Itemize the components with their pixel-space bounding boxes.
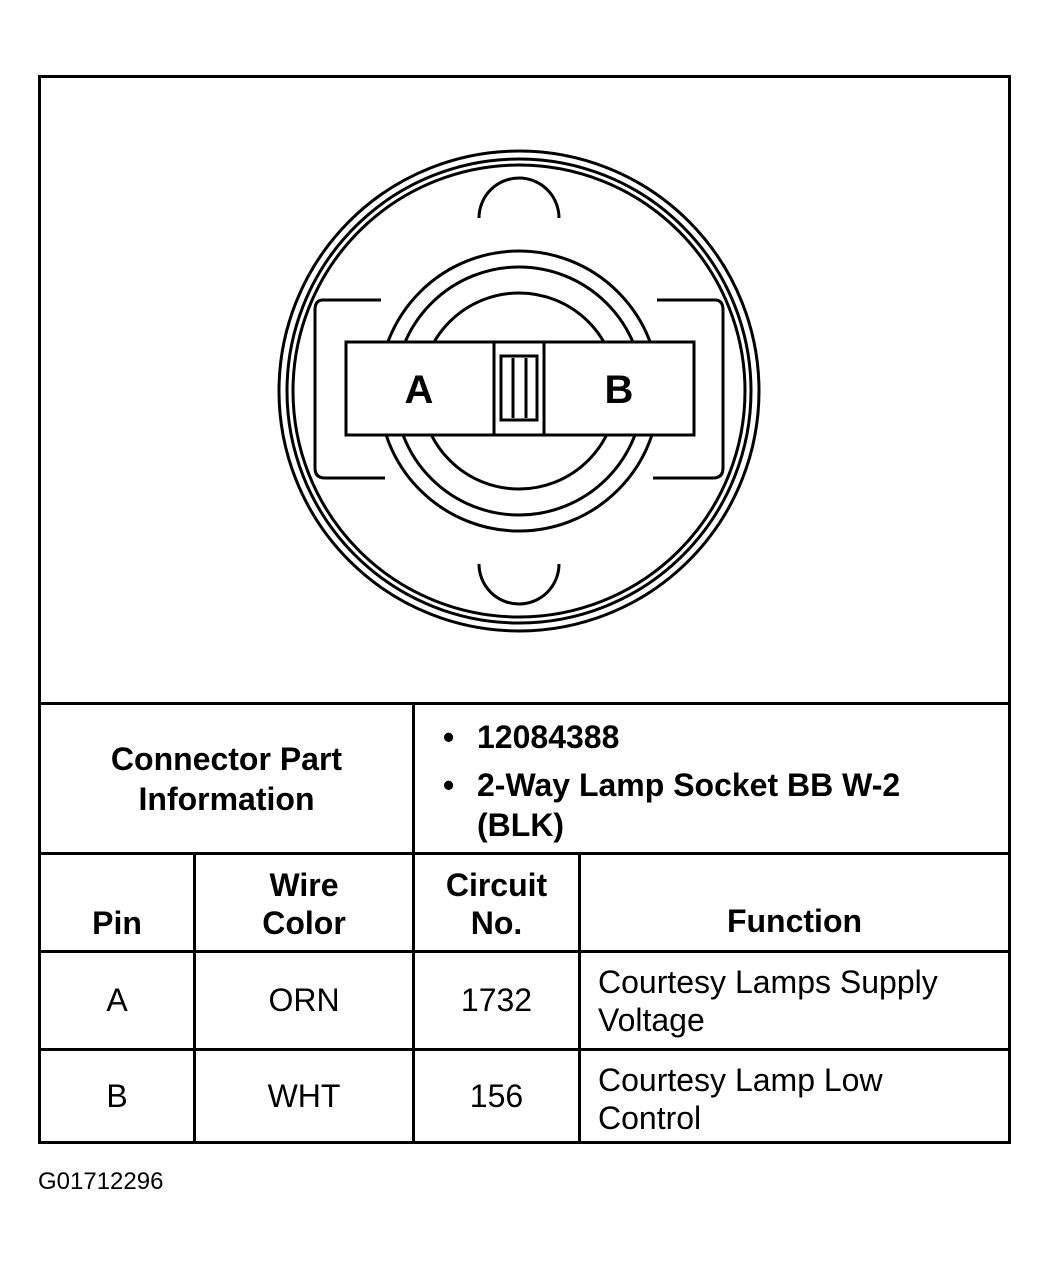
connector-info-label-cell: Connector Part Information xyxy=(41,705,415,852)
cell-circuit-no: 156 xyxy=(415,1051,581,1141)
figure-id: G01712296 xyxy=(38,1168,164,1195)
connector-description: 2-Way Lamp Socket BB W-2 (BLK) xyxy=(443,765,907,845)
pinout-table: Pin Wire Color Circuit No. Function A OR… xyxy=(41,852,1008,1141)
table-header-row: Pin Wire Color Circuit No. Function xyxy=(41,855,1008,953)
cell-wire-color: ORN xyxy=(196,953,415,1048)
connector-face-drawing: A B xyxy=(277,149,761,633)
cell-pin: B xyxy=(41,1051,196,1141)
pin-label-b: B xyxy=(605,368,634,412)
header-wire-color: Wire Color xyxy=(196,855,415,950)
cell-pin: A xyxy=(41,953,196,1048)
connector-diagram: A B xyxy=(41,78,1008,703)
header-circuit-no: Circuit No. xyxy=(415,855,581,950)
part-number: 12084388 xyxy=(443,717,907,757)
cell-wire-color: WHT xyxy=(196,1051,415,1141)
header-function: Function xyxy=(726,903,863,939)
connector-sheet: A B Connector Part Information 12084388 … xyxy=(38,75,1011,1144)
pin-label-a: A xyxy=(405,368,434,412)
cell-function: Courtesy Lamp Low Control xyxy=(598,1062,883,1136)
cell-circuit-no: 1732 xyxy=(415,953,581,1048)
cell-function: Courtesy Lamps Supply Voltage xyxy=(598,964,938,1038)
header-pin: Pin xyxy=(41,855,196,950)
table-row: B WHT 156 Courtesy Lamp Low Control xyxy=(41,1051,1008,1141)
connector-info-items: 12084388 2-Way Lamp Socket BB W-2 (BLK) xyxy=(415,705,1008,852)
table-row: A ORN 1732 Courtesy Lamps Supply Voltage xyxy=(41,953,1008,1051)
connector-part-info: Connector Part Information 12084388 2-Wa… xyxy=(41,702,1008,852)
connector-info-label: Connector Part Information xyxy=(110,740,343,817)
